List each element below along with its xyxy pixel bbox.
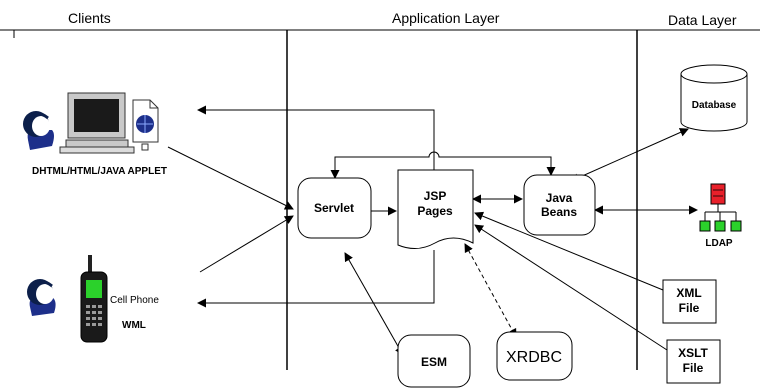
cell-phone-icon	[80, 255, 108, 343]
header-clients: Clients	[68, 10, 111, 26]
xslt-file-node: XSLT File	[666, 339, 721, 384]
database-icon: Database	[680, 64, 748, 132]
person-icon	[23, 111, 54, 150]
person-icon	[27, 279, 56, 316]
xrdbc-node: XRDBC	[496, 331, 573, 381]
arrow-xslt-to-jsp	[474, 224, 668, 351]
jsp-pages-node: JSP Pages	[397, 169, 474, 249]
arrow-jsp-to-phone	[197, 250, 435, 308]
computer-icon	[59, 92, 135, 154]
ldap-tree-icon: LDAP	[699, 183, 742, 249]
esm-node: ESM	[397, 334, 471, 388]
desktop-client-label: DHTML/HTML/JAVA APPLET	[32, 166, 167, 177]
ldap-child-node	[714, 220, 726, 232]
arrow-desktop-to-servlet	[167, 146, 294, 210]
jsp-label-line2: Pages	[417, 204, 453, 218]
ldap-label: LDAP	[705, 238, 733, 249]
ldap-child-node	[699, 220, 711, 232]
header-data-layer: Data Layer	[668, 12, 737, 28]
arrow-xml-to-jsp	[474, 211, 664, 291]
phone-label: Cell Phone	[110, 295, 159, 306]
monitor-screen	[74, 99, 119, 132]
header-application-layer: Application Layer	[392, 10, 500, 26]
person-face	[32, 116, 50, 136]
arrow-servlet-beans-link	[330, 151, 556, 179]
phone-protocol-label: WML	[122, 320, 146, 331]
arrow-servlet-esm	[344, 252, 404, 356]
ldap-child-node	[730, 220, 742, 232]
arrow-jsp-xrdbc	[464, 243, 517, 338]
servlet-label: Servlet	[314, 201, 354, 215]
ldap-root-node	[710, 183, 726, 205]
xml-label-line1: XML	[676, 286, 701, 300]
esm-label: ESM	[421, 355, 447, 369]
keyboard	[59, 146, 135, 154]
connectors	[167, 105, 698, 356]
arrow-phone-to-servlet	[199, 215, 294, 273]
xslt-label-line1: XSLT	[678, 346, 708, 360]
xrdbc-label: XRDBC	[506, 349, 562, 366]
xslt-label-line2: File	[683, 361, 704, 375]
servlet-node: Servlet	[297, 177, 372, 239]
computer-base	[65, 139, 129, 148]
java-beans-label-line1: Java	[546, 191, 573, 205]
document-icon	[132, 99, 159, 151]
header-band: Clients Application Layer Data Layer	[0, 10, 760, 38]
java-beans-label-line2: Beans	[541, 205, 577, 219]
xml-label-line2: File	[679, 301, 700, 315]
xml-file-node: XML File	[662, 279, 717, 324]
jsp-label-line1: JSP	[424, 189, 447, 203]
phone-screen	[86, 280, 102, 298]
database-label: Database	[692, 100, 737, 111]
arrow-jsp-to-desktop	[197, 105, 435, 170]
java-beans-node: Java Beans	[523, 174, 596, 236]
arrow-beans-database	[570, 128, 689, 182]
